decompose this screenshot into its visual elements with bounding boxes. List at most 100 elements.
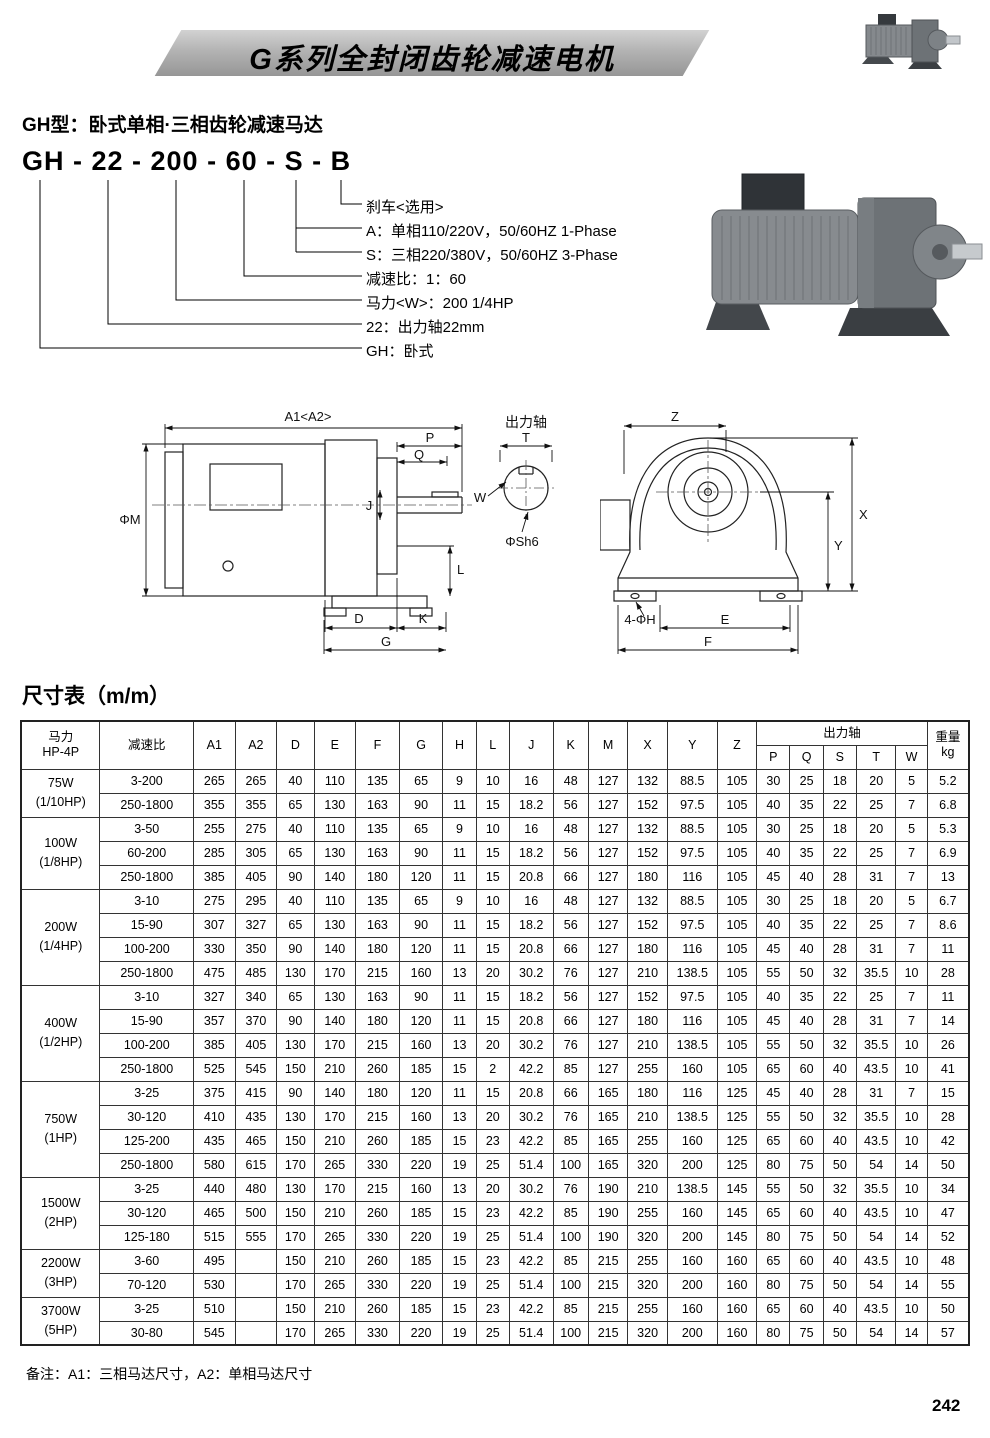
page-title: G系列全封闭齿轮减速电机: [249, 44, 615, 76]
dim-value-cell: 65: [276, 792, 315, 818]
dim-value-cell: 320: [627, 1320, 668, 1346]
ratio-cell: 250-1800: [99, 960, 195, 986]
dim-value-cell: 7: [895, 984, 928, 1010]
dim-value-cell: 76: [552, 1104, 589, 1130]
ratio-cell: 250-1800: [99, 1152, 195, 1178]
dim-value-cell: 160: [716, 1320, 758, 1346]
dim-value-cell: 160: [716, 1248, 758, 1274]
dim-value-cell: 105: [716, 792, 758, 818]
ratio-cell: 15-90: [99, 1008, 195, 1034]
dim-value-cell: 30: [756, 816, 791, 842]
dim-value-cell: 75: [789, 1224, 824, 1250]
dim-value-cell: 56: [552, 792, 589, 818]
header-shaft-p: P: [756, 744, 791, 770]
dim-value-cell: 180: [627, 936, 668, 962]
dim-value-cell: [234, 1320, 278, 1346]
dim-value-cell: 50: [789, 1176, 824, 1202]
dim-value-cell: 210: [627, 1176, 668, 1202]
dim-value-cell: 150: [276, 1248, 315, 1274]
dim-label-t: T: [522, 430, 530, 445]
dim-value-cell: 220: [398, 1272, 444, 1298]
header-power: 马力 HP-4P: [20, 720, 101, 770]
dim-label-q: Q: [414, 447, 424, 462]
dim-value-cell: 88.5: [666, 816, 718, 842]
dim-label-k: K: [419, 611, 428, 626]
dim-value-cell: 215: [587, 1248, 629, 1274]
dim-value-cell: 28: [822, 1008, 857, 1034]
header-dim-k: K: [552, 720, 589, 770]
dim-value-cell: 52: [926, 1224, 970, 1250]
dim-value-cell: 415: [234, 1080, 278, 1106]
power-rating-cell: 750W(1HP): [20, 1080, 101, 1178]
ratio-cell: 3-200: [99, 768, 195, 794]
dim-value-cell: 330: [355, 1152, 400, 1178]
header-weight: 重量 kg: [926, 720, 970, 770]
dim-value-cell: 320: [627, 1152, 668, 1178]
dim-value-cell: 127: [587, 1056, 629, 1082]
dim-value-cell: 127: [587, 912, 629, 938]
dim-value-cell: 18.2: [508, 984, 554, 1010]
dim-label-j: J: [366, 498, 373, 513]
dim-value-cell: 90: [276, 864, 315, 890]
dim-value-cell: 35.5: [855, 1104, 897, 1130]
dim-value-cell: 19: [442, 1320, 477, 1346]
dim-value-cell: 85: [552, 1128, 589, 1154]
dim-value-cell: 330: [355, 1320, 400, 1346]
footer-note: 备注：A1：三相马达尺寸，A2：单相马达尺寸: [26, 1366, 313, 1382]
front-dimension-lines: [617, 423, 858, 654]
header-row-1: 马力 HP-4P 减速比 A1 A2 D E F G H L J K M X Y…: [20, 720, 970, 770]
dim-value-cell: 210: [313, 1296, 357, 1322]
dim-value-cell: 160: [398, 1104, 444, 1130]
dim-value-cell: 615: [234, 1152, 278, 1178]
header-dim-z: Z: [716, 720, 758, 770]
dim-value-cell: 7: [895, 912, 928, 938]
header-dim-h: H: [442, 720, 477, 770]
dim-value-cell: 54: [855, 1320, 897, 1346]
dim-value-cell: 18.2: [508, 792, 554, 818]
dim-value-cell: 9: [442, 768, 477, 794]
dim-value-cell: 90: [398, 840, 444, 866]
model-type-subtitle: GH型：卧式单相·三相齿轮减速马达: [22, 115, 323, 136]
dim-value-cell: 35.5: [855, 1176, 897, 1202]
dim-value-cell: 13: [442, 1032, 477, 1058]
header-shaft-t: T: [855, 744, 897, 770]
dim-value-cell: 210: [313, 1248, 357, 1274]
dim-value-cell: 60: [789, 1248, 824, 1274]
dim-value-cell: 10: [475, 816, 510, 842]
dim-value-cell: 190: [587, 1176, 629, 1202]
dim-value-cell: 215: [355, 1032, 400, 1058]
header-dim-a2: A2: [234, 720, 278, 770]
dim-value-cell: 150: [276, 1128, 315, 1154]
dim-value-cell: 20: [855, 816, 897, 842]
callout-ratio: 减速比：1：60: [366, 271, 467, 288]
dim-value-cell: 150: [276, 1296, 315, 1322]
dim-value-cell: 170: [313, 960, 357, 986]
gear-motor-shapes: [706, 173, 983, 336]
dim-value-cell: 75: [789, 1152, 824, 1178]
dim-label-p: P: [426, 430, 435, 445]
dim-value-cell: 7: [895, 1080, 928, 1106]
dim-value-cell: 8.6: [926, 912, 970, 938]
dim-value-cell: 31: [855, 1080, 897, 1106]
dim-value-cell: 127: [587, 840, 629, 866]
dim-value-cell: 132: [627, 816, 668, 842]
dim-value-cell: 200: [666, 1224, 718, 1250]
dim-value-cell: 90: [398, 912, 444, 938]
dim-value-cell: 51.4: [508, 1152, 554, 1178]
dim-value-cell: 355: [234, 792, 278, 818]
dim-value-cell: 11: [442, 792, 477, 818]
dim-value-cell: 31: [855, 1008, 897, 1034]
dim-value-cell: 130: [276, 1104, 315, 1130]
dim-value-cell: 105: [716, 888, 758, 914]
callout-single-phase: A：单相110/220V，50/60HZ 1-Phase: [366, 223, 617, 240]
dim-value-cell: 125: [716, 1080, 758, 1106]
dim-value-cell: 42.2: [508, 1128, 554, 1154]
dim-value-cell: 330: [355, 1224, 400, 1250]
dim-value-cell: 120: [398, 864, 444, 890]
